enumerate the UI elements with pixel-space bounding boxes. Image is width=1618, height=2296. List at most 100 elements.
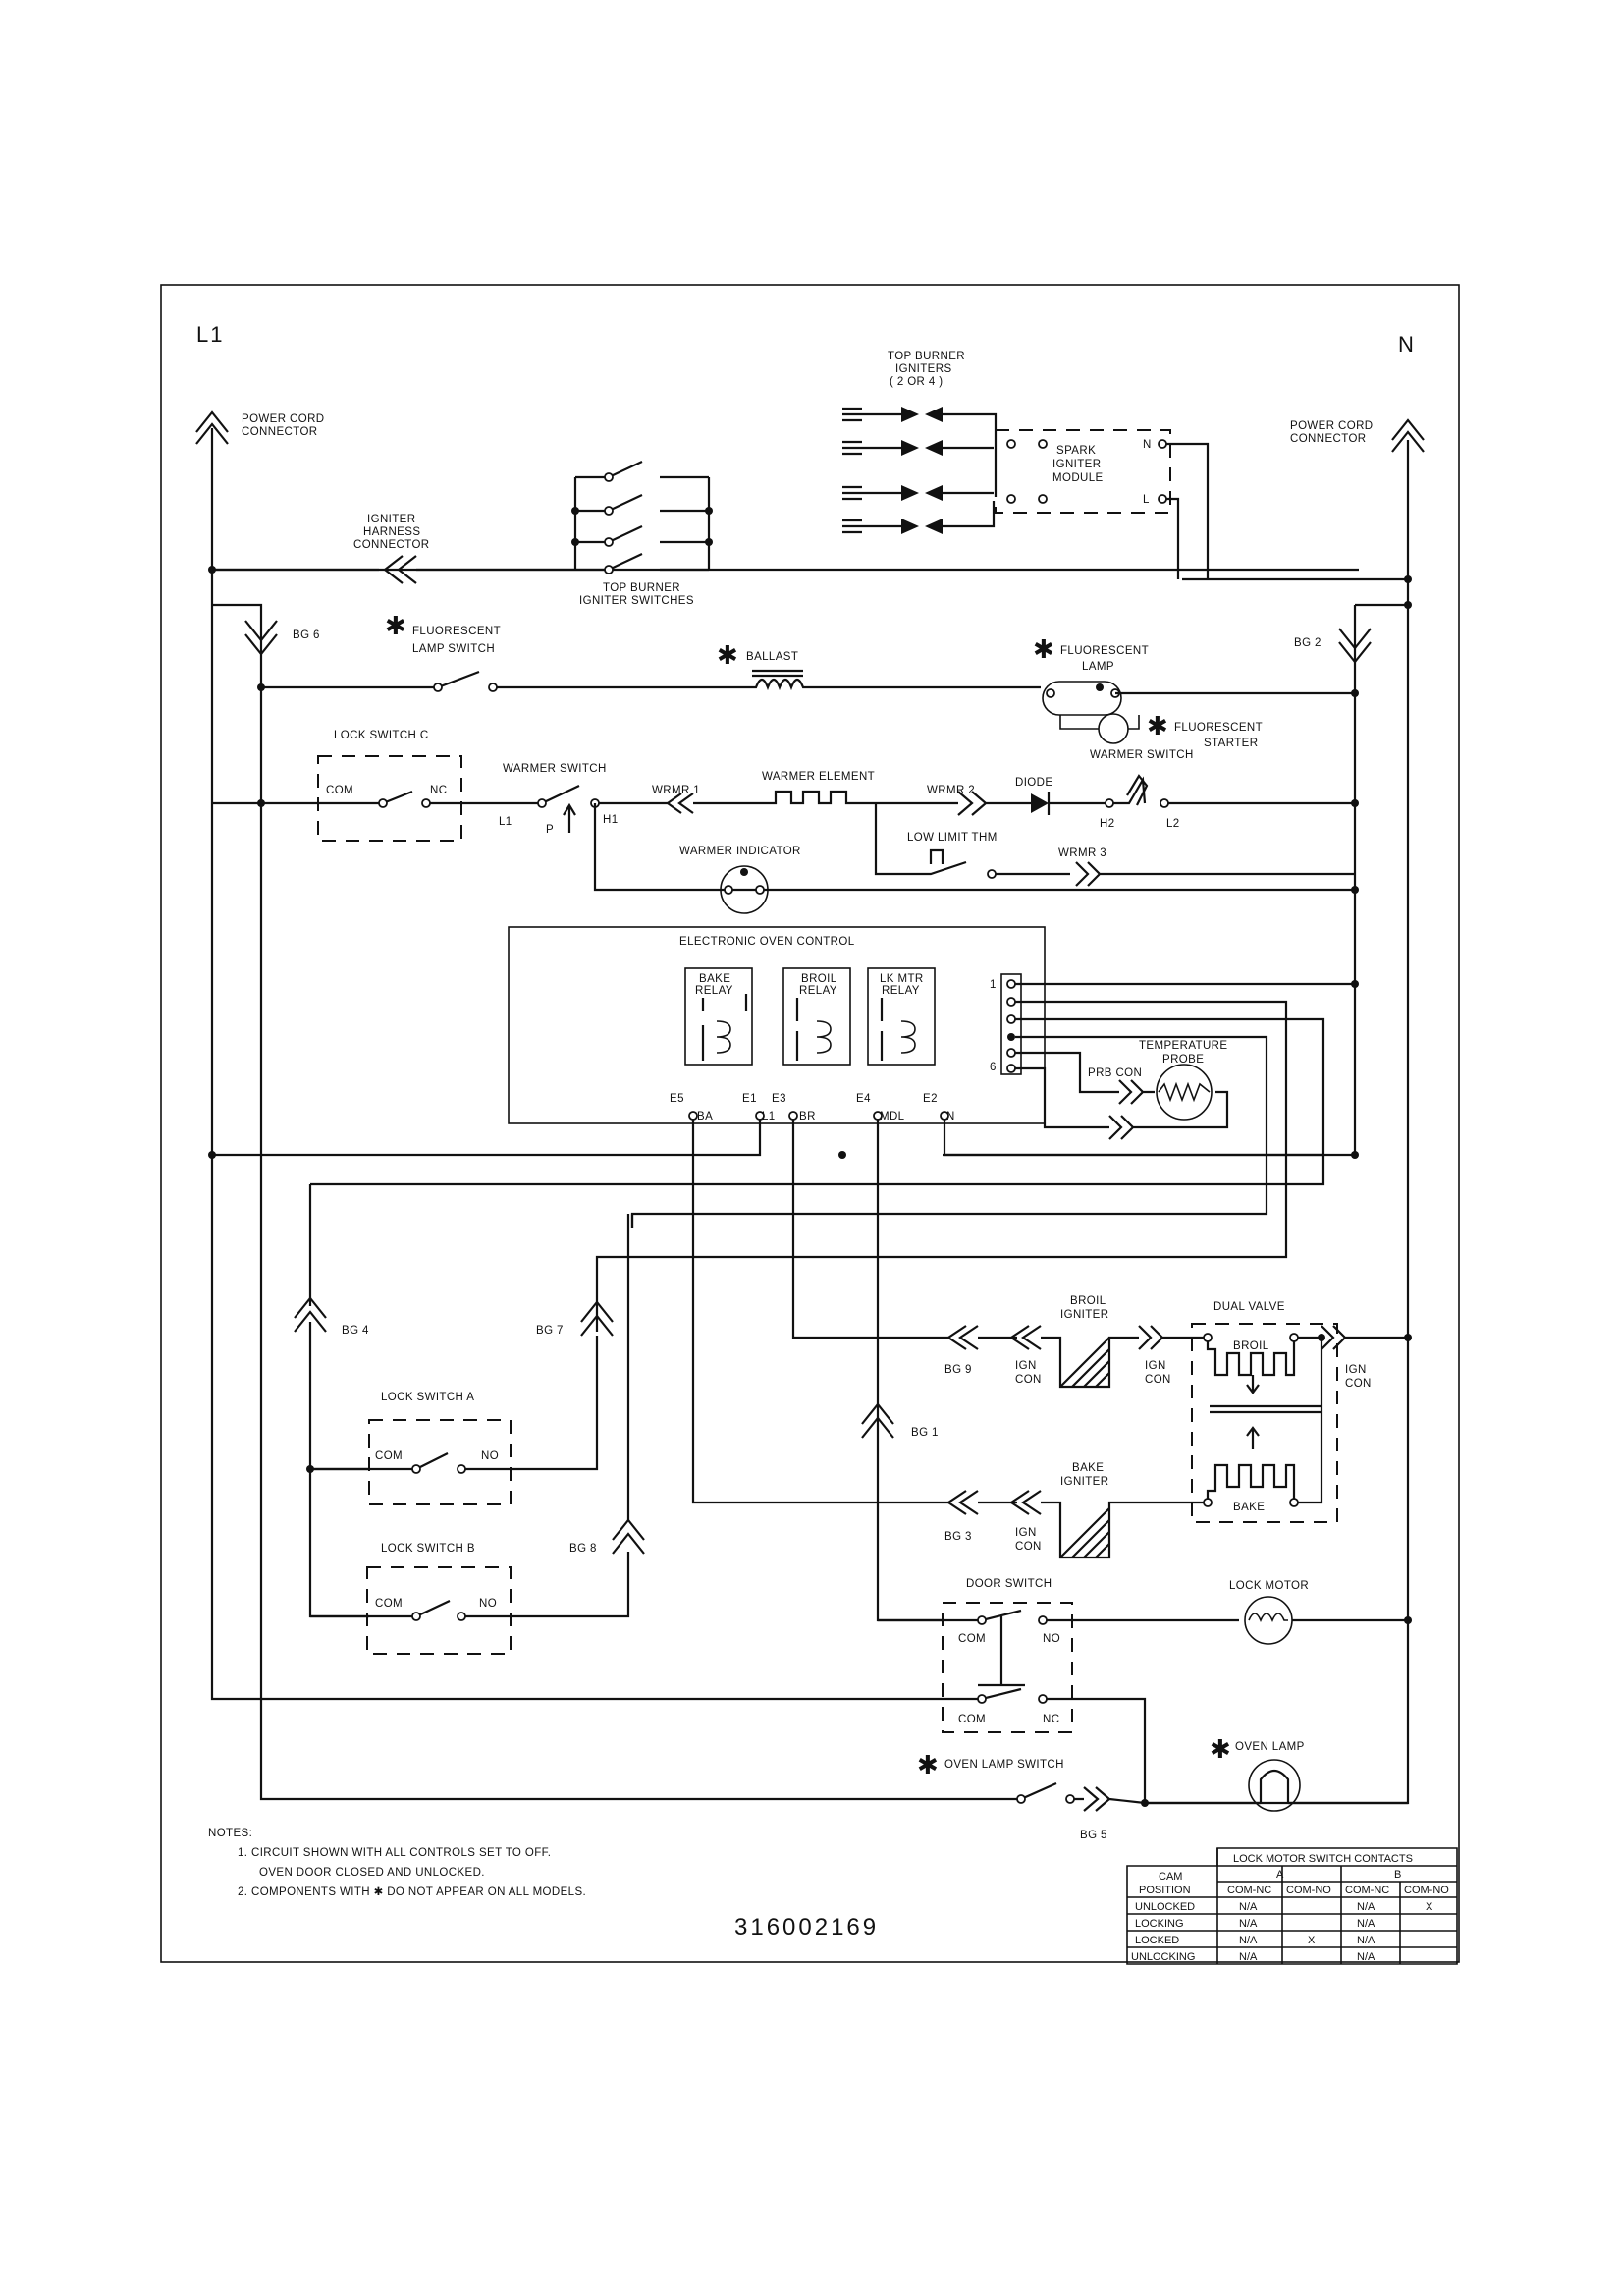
eoc-header-wires xyxy=(595,982,1355,1316)
lk-mtr-relay xyxy=(867,967,936,1066)
lock-motor-contacts-table xyxy=(1126,1847,1458,1965)
row-locking-a-nc: N/A xyxy=(1239,1918,1258,1930)
igniter-harness-l1: IGNITER xyxy=(367,514,415,525)
warmer-h1: H1 xyxy=(603,814,619,826)
top-burner-igniters xyxy=(842,407,998,534)
power-cord-left-l2: CONNECTOR xyxy=(242,426,318,438)
lock-switch-a-com: COM xyxy=(375,1450,403,1462)
low-limit-contact xyxy=(987,869,997,879)
spark-l-label: L xyxy=(1143,494,1150,506)
valve-right-ign-con-l1: IGN xyxy=(1345,1364,1367,1376)
l1-power-cord-connector xyxy=(195,410,229,445)
broil-relay-l1: BROIL xyxy=(801,973,837,985)
valve-junction xyxy=(1318,1334,1325,1341)
ballast-star: ✱ xyxy=(717,640,738,670)
temperature-probe xyxy=(1156,1064,1213,1121)
row-unlocked-position: UNLOCKED xyxy=(1135,1901,1195,1913)
n-rail-label: N xyxy=(1398,332,1416,356)
oven-lamp-star: ✱ xyxy=(1210,1734,1231,1764)
oven-lamp xyxy=(1145,1759,1408,1812)
fluor-lamp-switch-l2: LAMP SWITCH xyxy=(412,643,495,655)
power-cord-right-l1: POWER CORD xyxy=(1290,420,1374,432)
temp-probe-l1: TEMPERATURE xyxy=(1139,1040,1227,1052)
fluorescent-starter xyxy=(1059,713,1140,744)
diode-label: DIODE xyxy=(1015,777,1052,789)
top-burner-igniter-switches xyxy=(571,461,713,574)
warmer-l2: L2 xyxy=(1166,818,1180,830)
lock-switch-a-label: LOCK SWITCH A xyxy=(381,1392,474,1403)
table-title: LOCK MOTOR SWITCH CONTACTS xyxy=(1233,1853,1413,1865)
junction-dots xyxy=(208,566,1412,1159)
lock-switch-b-no: NO xyxy=(479,1598,497,1610)
lock-switch-b xyxy=(310,1552,630,1655)
row-unlocked-b-no: X xyxy=(1426,1901,1433,1913)
bg5-label: BG 5 xyxy=(1080,1830,1107,1841)
igniter-harness-connector xyxy=(383,555,575,584)
l1-term-label: L1 xyxy=(762,1111,776,1122)
wrmr3-label: WRMR 3 xyxy=(1058,847,1106,859)
row-unlocking-position: UNLOCKING xyxy=(1131,1951,1195,1963)
spark-module-l2: IGNITER xyxy=(1052,459,1101,470)
row-locked-position: LOCKED xyxy=(1135,1935,1179,1946)
table-cam-l1: CAM xyxy=(1159,1871,1182,1883)
row-unlocking-a-nc: N/A xyxy=(1239,1951,1258,1963)
spark-igniter-module: SPARK IGNITER MODULE N L xyxy=(995,429,1171,514)
valve-right-ign-con-l2: CON xyxy=(1345,1378,1372,1390)
door-switch-nc-bottom: NC xyxy=(1043,1714,1059,1725)
spark-module-l1: SPARK xyxy=(1056,445,1096,457)
top-burner-switches-l2: IGNITER SWITCHES xyxy=(579,595,694,607)
eoc-pin-header xyxy=(1000,973,1022,1075)
table-col-4: COM-NO xyxy=(1404,1885,1449,1896)
valve-ign-con-l1: IGN xyxy=(1145,1360,1166,1372)
fluor-lamp-star: ✱ xyxy=(1033,634,1054,664)
top-burner-switches-l1: TOP BURNER xyxy=(603,582,680,594)
e4-label: E4 xyxy=(856,1093,871,1105)
note-1b: OVEN DOOR CLOSED AND UNLOCKED. xyxy=(259,1867,485,1879)
oven-lamp-switch-label: OVEN LAMP SWITCH xyxy=(944,1759,1064,1771)
top-burner-igniters-l2: IGNITERS xyxy=(895,363,952,375)
eoc-label: ELECTRONIC OVEN CONTROL xyxy=(679,936,855,948)
diode xyxy=(1031,792,1066,815)
eoc-terminals xyxy=(688,1111,949,1121)
power-cord-left-l1: POWER CORD xyxy=(242,413,325,425)
bg1-label: BG 1 xyxy=(911,1427,939,1439)
bg6-connector xyxy=(244,603,278,687)
bake-relay-l1: BAKE xyxy=(699,973,730,985)
n-junction-valve xyxy=(1404,1334,1412,1341)
e3-label: E3 xyxy=(772,1093,786,1105)
bg7-label: BG 7 xyxy=(536,1325,564,1337)
power-cord-right-l2: CONNECTOR xyxy=(1290,433,1367,445)
spark-module-l3: MODULE xyxy=(1052,472,1104,484)
door-switch-no-top: NO xyxy=(1043,1633,1060,1645)
br-label: BR xyxy=(799,1111,816,1122)
n-junction-motor xyxy=(1404,1616,1412,1624)
bg4-connector xyxy=(294,1296,327,1333)
lk-mtr-relay-l1: LK MTR xyxy=(880,973,924,985)
warmer-switch-right xyxy=(1105,774,1355,808)
lock-switch-c xyxy=(212,755,511,842)
lock-switch-c-label: LOCK SWITCH C xyxy=(334,730,429,741)
igniter-harness-l2: HARNESS xyxy=(363,526,420,538)
spark-module-wires xyxy=(212,442,1210,579)
l1-rail-label: L1 xyxy=(196,322,224,347)
bg6-label: BG 6 xyxy=(293,629,320,641)
table-group-a: A xyxy=(1276,1869,1284,1881)
broil-relay xyxy=(782,967,851,1066)
broil-igniter-l1: BROIL xyxy=(1070,1295,1106,1307)
door-switch-com-top: COM xyxy=(958,1633,986,1645)
bake-ign-con-l2: CON xyxy=(1015,1541,1042,1553)
broil-ign-con-l2: CON xyxy=(1015,1374,1042,1386)
wrmr2-label: WRMR 2 xyxy=(927,785,975,796)
fluor-lamp-l1: FLUORESCENT xyxy=(1060,645,1149,657)
row-unlocked-a-nc: N/A xyxy=(1239,1901,1258,1913)
broil-relay-l2: RELAY xyxy=(799,985,837,997)
row-locked-b-nc: N/A xyxy=(1357,1935,1375,1946)
bg2-label: BG 2 xyxy=(1294,637,1321,649)
bg1-connector xyxy=(861,1402,894,1439)
bake-relay-l2: RELAY xyxy=(695,985,733,997)
row-unlocking-b-nc: N/A xyxy=(1357,1951,1375,1963)
door-switch-com-bottom: COM xyxy=(958,1714,986,1725)
lock-switch-a-no: NO xyxy=(481,1450,499,1462)
prb-con-connector xyxy=(1108,1079,1229,1140)
